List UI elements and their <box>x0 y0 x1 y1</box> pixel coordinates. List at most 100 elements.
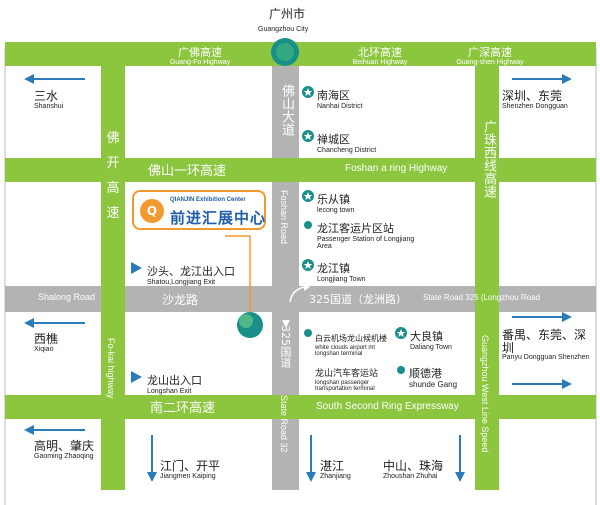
star-marker-daliang-icon <box>395 327 407 339</box>
dest-sanshui: 三水 Shanshui <box>34 90 63 110</box>
poi-baiyun: 白云机场龙山候机楼 white clouds airport mt longsh… <box>315 327 399 358</box>
qianjin-logo-en: QIANJIN Exhibition Center <box>170 197 246 203</box>
star-marker-lecong-icon <box>302 190 314 202</box>
foshan-ring-highway[interactable] <box>5 158 596 182</box>
poi-longjiang-station-cn: 龙江客运片区站 <box>317 222 394 235</box>
dest-zhanjiang-en: Zhanjiang <box>320 472 351 480</box>
poi-lecong-cn: 乐从镇 <box>317 193 350 206</box>
dest-zhanjiang-cn: 湛江 <box>320 459 345 473</box>
arrow-panyu-lower-icon <box>512 379 572 389</box>
dest-xiqiao: 西樵 Xiqiao <box>34 333 58 353</box>
poi-longshan-station: 龙山汽车客运站 longshan passenger transportatio… <box>315 362 399 393</box>
exit-longshan-cn: 龙山出入口 <box>147 374 202 387</box>
dest-jiangmen-cn: 江门、开平 <box>160 459 221 473</box>
arrow-zhongshan-icon <box>455 435 465 482</box>
fokai-en: Fo-kai highway <box>106 338 116 399</box>
star-marker-longjiang-icon <box>302 259 314 271</box>
poi-daliang-en: Daliang Town <box>410 343 452 351</box>
dest-panyu-en: Panyu Dongguan Shenzhen <box>502 354 590 362</box>
poi-baiyun-cn: 白云机场龙山候机楼 <box>315 334 387 343</box>
qianjin-logo: Q QIANJIN Exhibition Center 前进汇展中心 <box>132 190 266 230</box>
poi-lecong: 乐从镇 lecong town <box>317 189 354 214</box>
poi-longjiang-town: 龙江镇 Longjiang Town <box>317 258 366 283</box>
sr325-vertical-cn: 325国道 <box>279 325 292 368</box>
fokai-char-3: 高 <box>106 181 120 196</box>
arrow-sanshui-icon <box>24 74 85 84</box>
poi-baiyun-en: white clouds airport mt longshan termina… <box>315 344 376 358</box>
dest-jiangmen: 江门、开平 Jiangmen Kaiping <box>160 460 220 480</box>
foshan-ring-en: Foshan a ring Highway <box>345 163 448 174</box>
foshan-ring-cn: 佛山一环高速 <box>148 162 226 178</box>
guangzhou-city-en: Guangzhou City <box>258 26 309 33</box>
dest-shenzhen-en: Shenzhen Dongguan <box>502 102 568 110</box>
beihuan-en: Beihuan Highway <box>352 59 408 66</box>
dest-zhongshan-cn: 中山、珠海 <box>383 459 444 473</box>
fokai-highway[interactable] <box>101 66 125 490</box>
poi-longjiang-town-en: Longjiang Town <box>317 275 366 283</box>
foshan-road-cn: 佛山大道 <box>279 84 294 136</box>
shalong-road-cn: 沙龙路 <box>162 293 199 307</box>
poi-longjiang-station-en: Passenger Station of Longjiang Area <box>317 235 415 251</box>
shalong-road-en: Shalong Road <box>38 292 96 302</box>
exit-longshan-icon <box>131 371 142 383</box>
dot-marker-shunde-icon <box>397 366 405 374</box>
arrow-shenzhen-icon <box>512 74 572 84</box>
dest-jiangmen-en: Jiangmen Kaiping <box>160 472 216 480</box>
fokai-char-2: 开 <box>106 156 120 171</box>
star-marker-nanhai-icon <box>302 86 314 98</box>
dot-marker-baiyun-icon <box>304 329 312 337</box>
poi-chancheng: 禅城区 Chancheng District <box>317 129 376 154</box>
dest-xiqiao-cn: 西樵 <box>34 332 59 346</box>
dest-sanshui-cn: 三水 <box>34 89 59 103</box>
qianjin-logo-cn: 前进汇展中心 <box>170 209 267 227</box>
arrow-zhanjiang-icon <box>306 435 316 482</box>
sr325-en: State Road 325 (Longzhou Road <box>423 293 540 302</box>
poi-lecong-en: lecong town <box>317 206 355 214</box>
guangzhu-cn: 广珠西线高速 <box>481 120 496 198</box>
exit-shatou: 沙头、龙江出入口 Shatou,Longjiang Exit <box>147 261 235 286</box>
fokai-char-4: 速 <box>106 206 120 221</box>
exit-shatou-en: Shatou,Longjiang Exit <box>147 278 216 286</box>
dest-sanshui-en: Shanshui <box>34 102 64 110</box>
exit-shatou-cn: 沙头、龙江出入口 <box>147 265 235 278</box>
poi-shunde-en: shunde Gang <box>409 379 458 389</box>
fokai-char-1: 佛 <box>106 131 120 146</box>
guangshen-highway-label: 广深高速 Guang-shen Highway <box>440 43 540 66</box>
guangfo-cn: 广佛高速 <box>178 46 222 59</box>
qianjin-logo-mark-icon: Q <box>140 199 164 223</box>
foshan-road-down-arrow-icon <box>282 320 290 328</box>
exit-longshan-en: Longshan Exit <box>147 387 192 395</box>
poi-nanhai: 南海区 Nanhai District <box>317 85 363 110</box>
guangfo-highway-label: 广佛高速 Guang-Fo Highway <box>155 43 245 66</box>
state-road-turn-arrow-icon <box>289 286 305 303</box>
dest-zhanjiang: 湛江 Zhanjiang <box>320 460 351 480</box>
fokai-vertical-cn: 佛 开 高 速 <box>106 126 120 226</box>
guangfo-beihuan-highway[interactable] <box>5 42 596 66</box>
poi-longshan-station-cn: 龙山汽车客运站 <box>315 369 379 379</box>
dest-zhongshan-en: Zhoushan Zhuhai <box>383 472 438 480</box>
arrow-xiqiao-icon <box>24 318 85 328</box>
dest-shenzhen: 深圳、东莞 Shenzhen Dongguan <box>502 90 568 110</box>
guangzhou-city-cn: 广州市 <box>268 7 305 21</box>
sr325-cn: 325国道（龙洲路） <box>309 293 407 306</box>
target-marker-highlight <box>239 314 253 328</box>
guangshen-cn: 广深高速 <box>468 46 512 59</box>
arrow-gaoming-icon <box>24 425 85 435</box>
poi-chancheng-en: Chancheng District <box>317 146 377 154</box>
arrow-panyu-upper-icon <box>512 312 572 322</box>
poi-longjiang-town-cn: 龙江镇 <box>317 262 350 275</box>
sr32-en: State Road 32 <box>279 395 289 453</box>
dest-shenzhen-cn: 深圳、东莞 <box>502 89 563 103</box>
poi-longshan-station-en: longshan passenger transportation termin… <box>315 379 375 393</box>
poi-shunde: 顺德港 shunde Gang <box>409 363 457 389</box>
logo-pointer-line <box>225 235 251 312</box>
south-second-ring-highway[interactable] <box>5 395 596 419</box>
dest-gaoming-cn: 高明、肇庆 <box>34 439 95 453</box>
dot-marker-longjiang-station-icon <box>304 221 312 229</box>
guangzhou-marker-inner <box>276 43 294 61</box>
foshan-ring-cn-text: 佛山一环高速 <box>148 164 227 179</box>
guangzhou-city-label: 广州市 <box>265 8 309 21</box>
guangzhu-west-highway[interactable] <box>475 66 499 490</box>
